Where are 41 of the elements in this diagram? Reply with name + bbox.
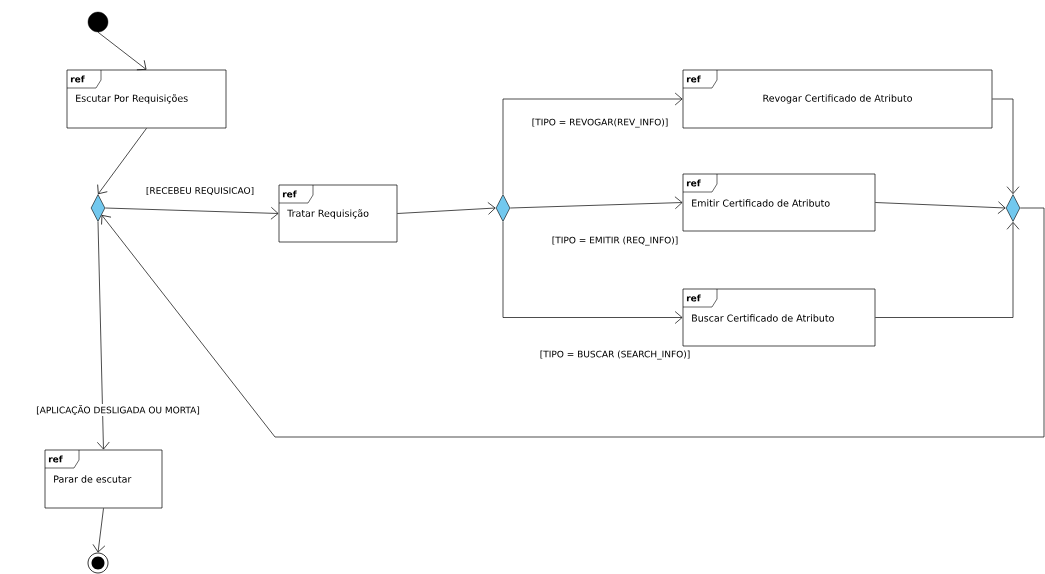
ref-tag: ref	[686, 75, 701, 83]
activity-label: Escutar Por Requisições	[76, 94, 188, 104]
decision-diamond	[90, 194, 106, 222]
ref-tag: ref	[686, 179, 701, 187]
edge-label: [RECEBEU REQUISICAO]	[146, 187, 254, 195]
activity-box	[66, 69, 227, 129]
arrow	[502, 221, 683, 324]
activity-box	[44, 449, 163, 509]
edge-label: [TIPO = EMITIR (REQ_INFO)]	[552, 236, 678, 246]
arrow	[97, 31, 147, 71]
final-node	[87, 552, 109, 574]
decision-diamond	[1005, 194, 1021, 222]
start-node	[87, 11, 109, 33]
edge-label: [TIPO = REVOGAR(REV_INFO)]	[532, 118, 668, 128]
ref-tag: ref	[282, 190, 297, 198]
activity-box	[278, 184, 398, 243]
arrow	[502, 92, 683, 195]
arrow	[104, 206, 279, 220]
arrow	[397, 202, 496, 215]
activity-label: Revogar Certificado de Atributo	[763, 94, 912, 104]
activity-label: Buscar Certificado de Atributo	[692, 314, 834, 322]
activity-label: Tratar Requisição	[287, 209, 369, 219]
decision-diamond	[495, 194, 511, 222]
arrow	[992, 98, 1020, 194]
activity-label: Emitir Certificado de Atributo	[692, 199, 830, 207]
arrow	[875, 222, 1020, 318]
ref-tag: ref	[48, 455, 63, 463]
arrow	[92, 508, 106, 553]
activity-box	[682, 173, 876, 232]
arrow	[97, 128, 147, 195]
ref-tag: ref	[686, 294, 701, 302]
activity-box	[682, 288, 876, 347]
arrow	[96, 221, 110, 450]
arrow	[875, 201, 1006, 215]
arrow	[101, 207, 1045, 438]
activity-box	[682, 69, 993, 129]
ref-tag: ref	[70, 75, 85, 83]
activity-label: Parar de escutar	[54, 475, 132, 483]
edge-label: [TIPO = BUSCAR (SEARCH_INFO)]	[540, 350, 690, 360]
arrow	[509, 196, 683, 210]
edge-label: [APLICAÇÃO DESLIGADA OU MORTA]	[36, 405, 200, 415]
